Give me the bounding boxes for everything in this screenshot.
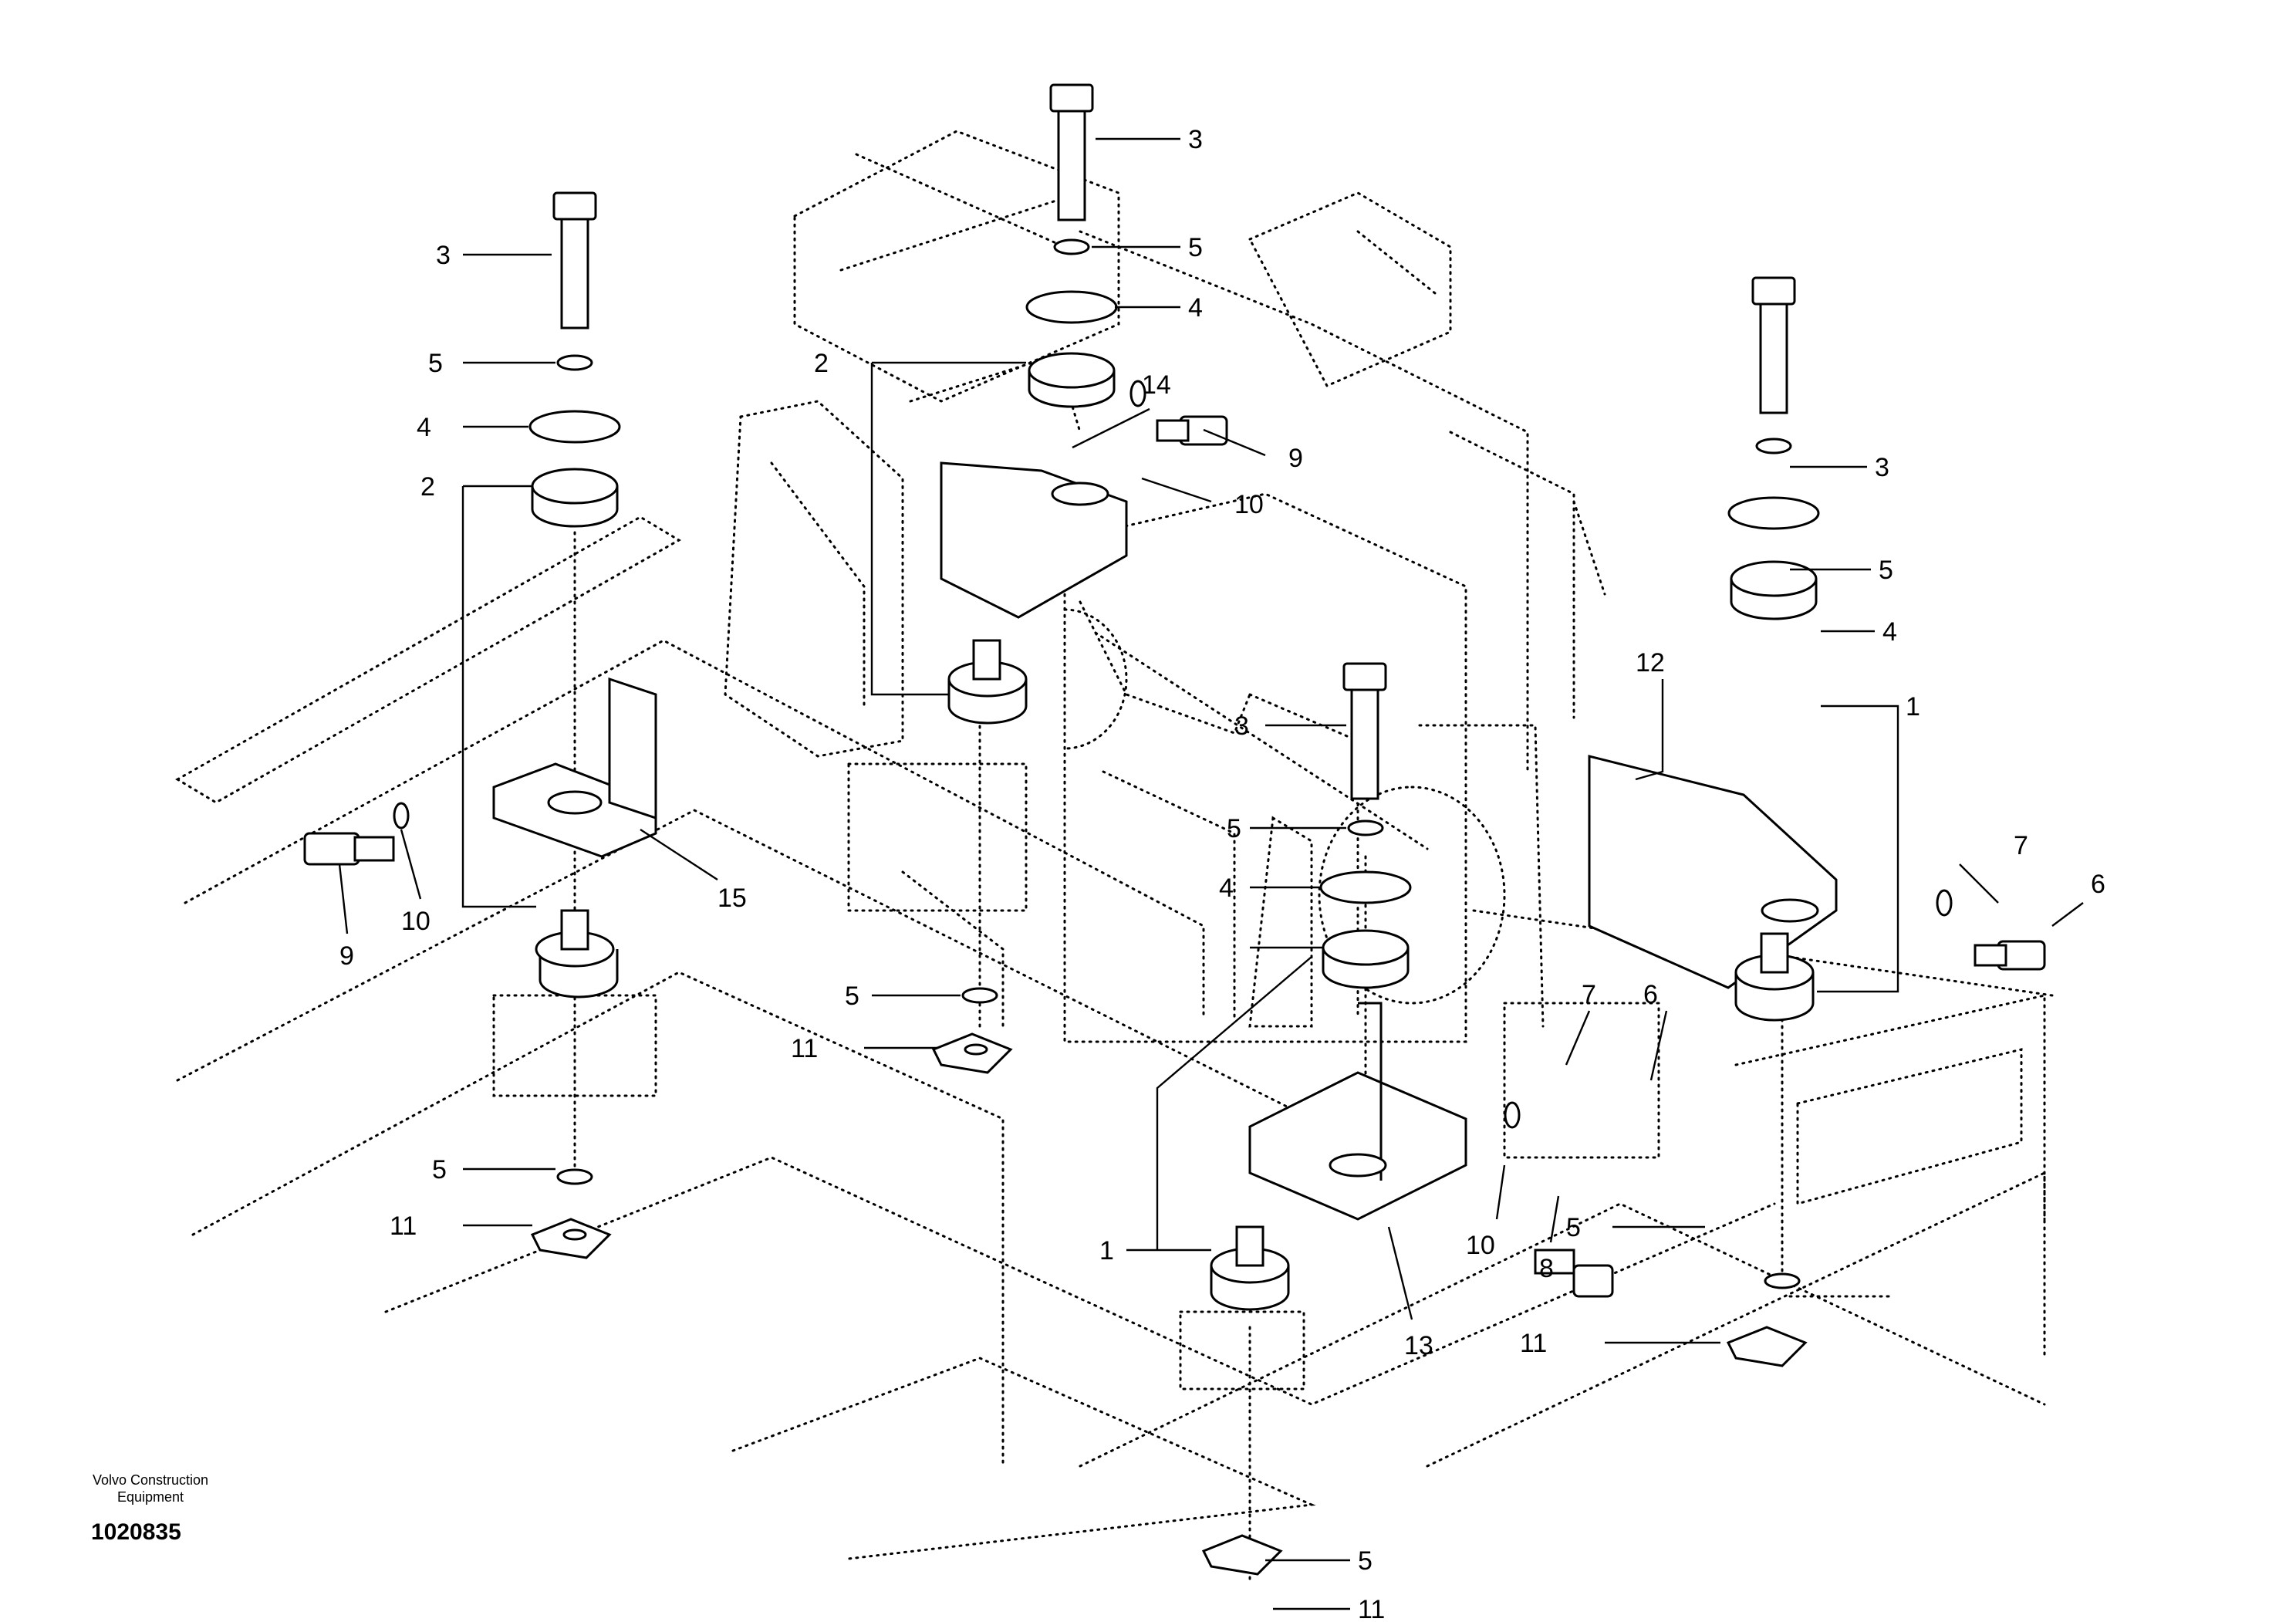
callout-9: 9 [1288,444,1303,473]
callout-5: 5 [1188,233,1203,262]
callout-10: 10 [401,907,430,936]
callout-11: 11 [1520,1329,1547,1358]
callout-11: 11 [390,1211,417,1241]
callout-10: 10 [1466,1231,1495,1260]
callout-14: 14 [1142,370,1171,400]
callout-7: 7 [2014,831,2028,860]
callout-3: 3 [1234,711,1249,741]
callout-5: 5 [1879,556,1893,585]
callout-5: 5 [845,982,859,1011]
callout-2: 2 [420,472,435,502]
right-mount-stack [1588,276,2046,1367]
callout-1: 1 [1906,692,1920,721]
callout-4: 4 [1882,617,1897,647]
drawing-number: 1020835 [91,1519,181,1545]
callout-10: 10 [1234,490,1264,519]
callout-11: 11 [791,1034,818,1063]
lower-middle-mount-stack [1201,662,1614,1583]
callout-5: 5 [1227,814,1241,843]
callout-3: 3 [436,241,451,270]
callout-labels: 3 5 4 2 15 9 10 5 11 3 5 4 2 14 9 10 5 1… [339,125,2105,1622]
callout-12: 12 [1636,648,1665,678]
callout-5: 5 [1358,1546,1373,1576]
drawing-footer: Volvo Construction Equipment 1020835 [91,1472,208,1545]
company-name-line2: Equipment [117,1489,184,1505]
callout-5: 5 [428,349,443,378]
engine-outline [724,130,1606,1043]
callout-8: 8 [1539,1254,1554,1283]
callout-9: 9 [339,941,354,971]
callout-13: 13 [1404,1331,1433,1360]
upper-middle-mount-stack [931,83,1228,1074]
leader-lines [338,137,2084,1610]
callout-7: 7 [1582,980,1596,1009]
callout-3: 3 [1875,453,1889,482]
callout-6: 6 [2091,870,2105,899]
company-name-line1: Volvo Construction [93,1472,208,1488]
left-mount-stack [303,191,657,1259]
callout-1: 1 [1099,1236,1114,1265]
frame-outline [175,515,2054,1560]
callout-6: 6 [1643,980,1658,1009]
callout-4: 4 [1219,874,1234,903]
callout-2: 2 [814,349,829,378]
callout-15: 15 [718,884,747,913]
callout-11: 11 [1358,1595,1385,1622]
callout-5: 5 [1566,1213,1581,1242]
callout-5: 5 [432,1155,447,1184]
callout-3: 3 [1188,125,1203,154]
callout-4: 4 [417,413,431,442]
callout-4: 4 [1188,293,1203,323]
